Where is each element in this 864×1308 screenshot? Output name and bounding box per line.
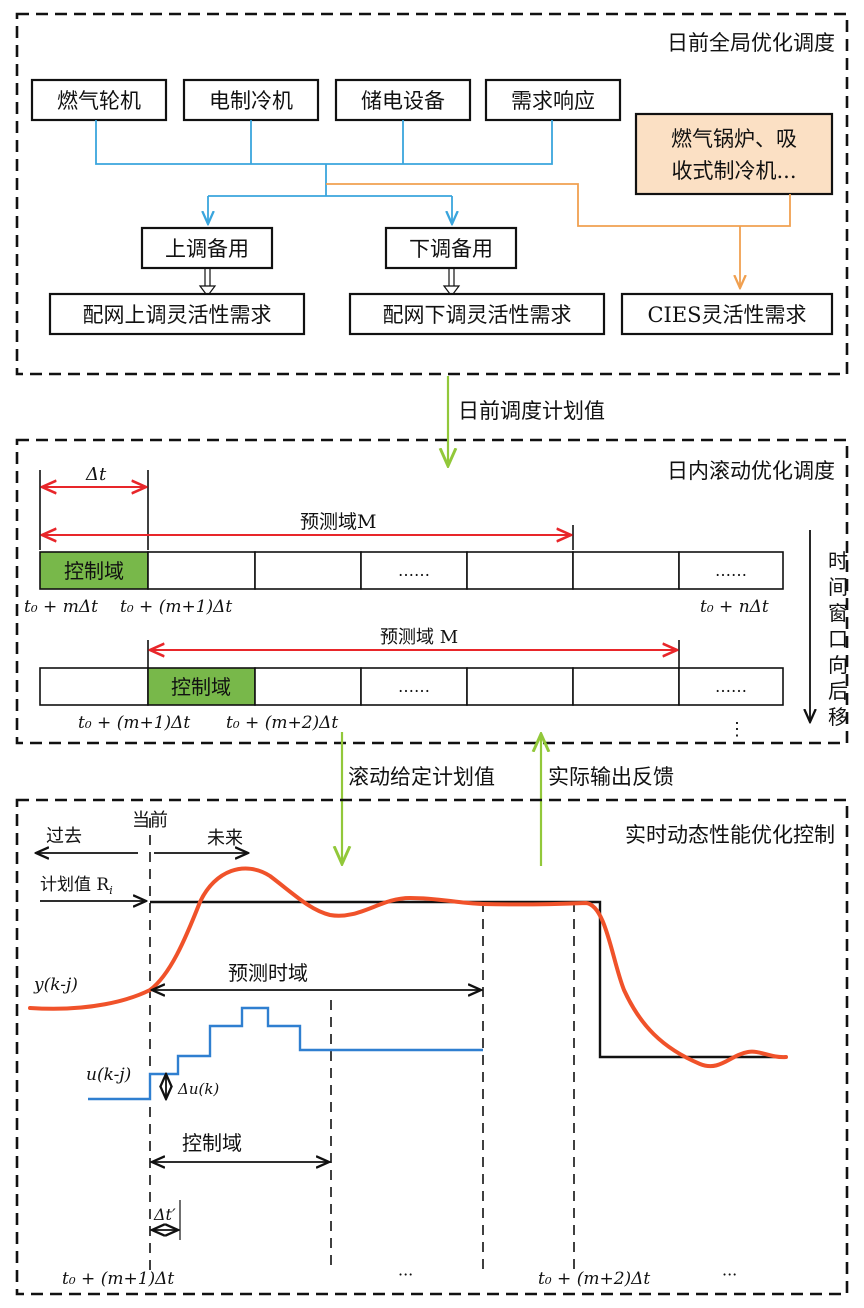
bottom-section-frame xyxy=(15,798,849,1296)
t-label-row2-a: t₀ + (m+1)Δt xyxy=(78,713,190,733)
ellipsis-2a: …… xyxy=(398,677,430,696)
vtext-char: 时 xyxy=(828,549,848,573)
dt-label: Δt xyxy=(85,464,107,485)
vtext-char: 移 xyxy=(828,705,848,729)
middle-section-frame xyxy=(15,438,849,745)
cies-demand-box: CIES灵活性需求 xyxy=(620,292,834,336)
pred-time-domain-label: 预测时域 xyxy=(228,961,308,985)
down-demand-label: 配网下调灵活性需求 xyxy=(383,303,572,327)
y-label: y(k-j) xyxy=(33,975,78,995)
t-label-row1-c: t₀ + nΔt xyxy=(700,597,769,617)
bottom-ellipsis-1: ··· xyxy=(398,1265,413,1284)
link2-up-label: 实际输出反馈 xyxy=(548,765,674,789)
plan-value-line xyxy=(150,900,786,1059)
vtext-char: 窗 xyxy=(828,601,848,625)
control-domain-cell-2 xyxy=(147,667,256,706)
control-domain-label-2: 控制域 xyxy=(171,675,231,699)
vertical-shift-text: 时 间 窗 口 向 后 移 xyxy=(828,549,848,729)
down-reserve-label: 下调备用 xyxy=(409,237,493,261)
dt-prime-label: Δt′ xyxy=(153,1205,176,1224)
source-box-storage: 储电设备 xyxy=(334,78,472,122)
bottom-t-label-b: t₀ + (m+2)Δt xyxy=(538,1269,650,1289)
time-window-row-2: 控制域 …… …… xyxy=(39,667,784,706)
vtext-char: 向 xyxy=(828,653,848,677)
ellipsis-1a: …… xyxy=(398,561,430,580)
plan-value-label: 计划值 Ri xyxy=(40,875,113,897)
top-title: 日前全局优化调度 xyxy=(667,31,835,55)
bottom-ellipsis-2: ··· xyxy=(722,1265,737,1284)
future-label: 未来 xyxy=(207,828,243,849)
hollow-arrow-up xyxy=(198,268,217,297)
ellipsis-2b: …… xyxy=(715,677,747,696)
up-demand-box: 配网上调灵活性需求 xyxy=(48,292,306,336)
source-label: 需求响应 xyxy=(511,89,595,113)
hollow-arrow-down xyxy=(442,268,461,297)
t-label-row1-a: t₀ + mΔt xyxy=(24,597,98,617)
control-domain-label-1: 控制域 xyxy=(64,559,124,583)
output-curve xyxy=(28,866,788,1068)
vtext-char: 口 xyxy=(828,627,848,651)
source-box-electric-chiller: 电制冷机 xyxy=(182,78,320,122)
past-label: 过去 xyxy=(46,826,82,847)
vertical-dots: ⋮ xyxy=(728,719,746,740)
link1-label: 日前调度计划值 xyxy=(458,399,605,423)
boiler-label-line2: 收式制冷机... xyxy=(671,159,796,183)
now-label: 当前 xyxy=(132,810,168,831)
vtext-char: 间 xyxy=(828,575,848,599)
blue-connectors xyxy=(95,120,553,224)
top-section-frame xyxy=(15,12,849,376)
vtext-char: 后 xyxy=(828,679,848,703)
bottom-title: 实时动态性能优化控制 xyxy=(625,823,835,847)
source-box-gas-turbine: 燃气轮机 xyxy=(30,78,168,122)
pred-domain-label-2: 预测域 M xyxy=(380,627,458,648)
control-domain-label: 控制域 xyxy=(182,1131,242,1155)
orange-connectors xyxy=(326,183,791,288)
source-box-demand-response: 需求响应 xyxy=(484,78,622,122)
source-label: 储电设备 xyxy=(361,89,445,113)
boiler-label-line1: 燃气锅炉、吸 xyxy=(671,127,797,151)
down-demand-box: 配网下调灵活性需求 xyxy=(348,292,606,336)
du-label: Δu(k) xyxy=(177,1080,219,1098)
up-reserve-label: 上调备用 xyxy=(165,237,249,261)
boiler-chiller-box: 燃气锅炉、吸 收式制冷机... xyxy=(634,112,834,196)
time-window-row-1: 控制域 …… …… xyxy=(39,551,784,590)
source-label: 燃气轮机 xyxy=(57,89,141,113)
pred-domain-label-1: 预测域M xyxy=(300,511,376,533)
t-label-row2-b: t₀ + (m+2)Δt xyxy=(226,713,338,733)
source-label: 电制冷机 xyxy=(209,89,293,113)
u-label: u(k-j) xyxy=(86,1065,131,1085)
down-reserve-box: 下调备用 xyxy=(384,226,518,270)
up-demand-label: 配网上调灵活性需求 xyxy=(83,303,272,327)
t-label-row1-b: t₀ + (m+1)Δt xyxy=(120,597,232,617)
cies-demand-label: CIES灵活性需求 xyxy=(647,303,806,327)
up-reserve-box: 上调备用 xyxy=(140,226,274,270)
link2-down-label: 滚动给定计划值 xyxy=(348,765,495,789)
middle-title: 日内滚动优化调度 xyxy=(667,459,835,483)
bottom-t-label-a: t₀ + (m+1)Δt xyxy=(62,1269,174,1289)
ellipsis-1b: …… xyxy=(715,561,747,580)
control-input-steps xyxy=(88,1006,483,1101)
